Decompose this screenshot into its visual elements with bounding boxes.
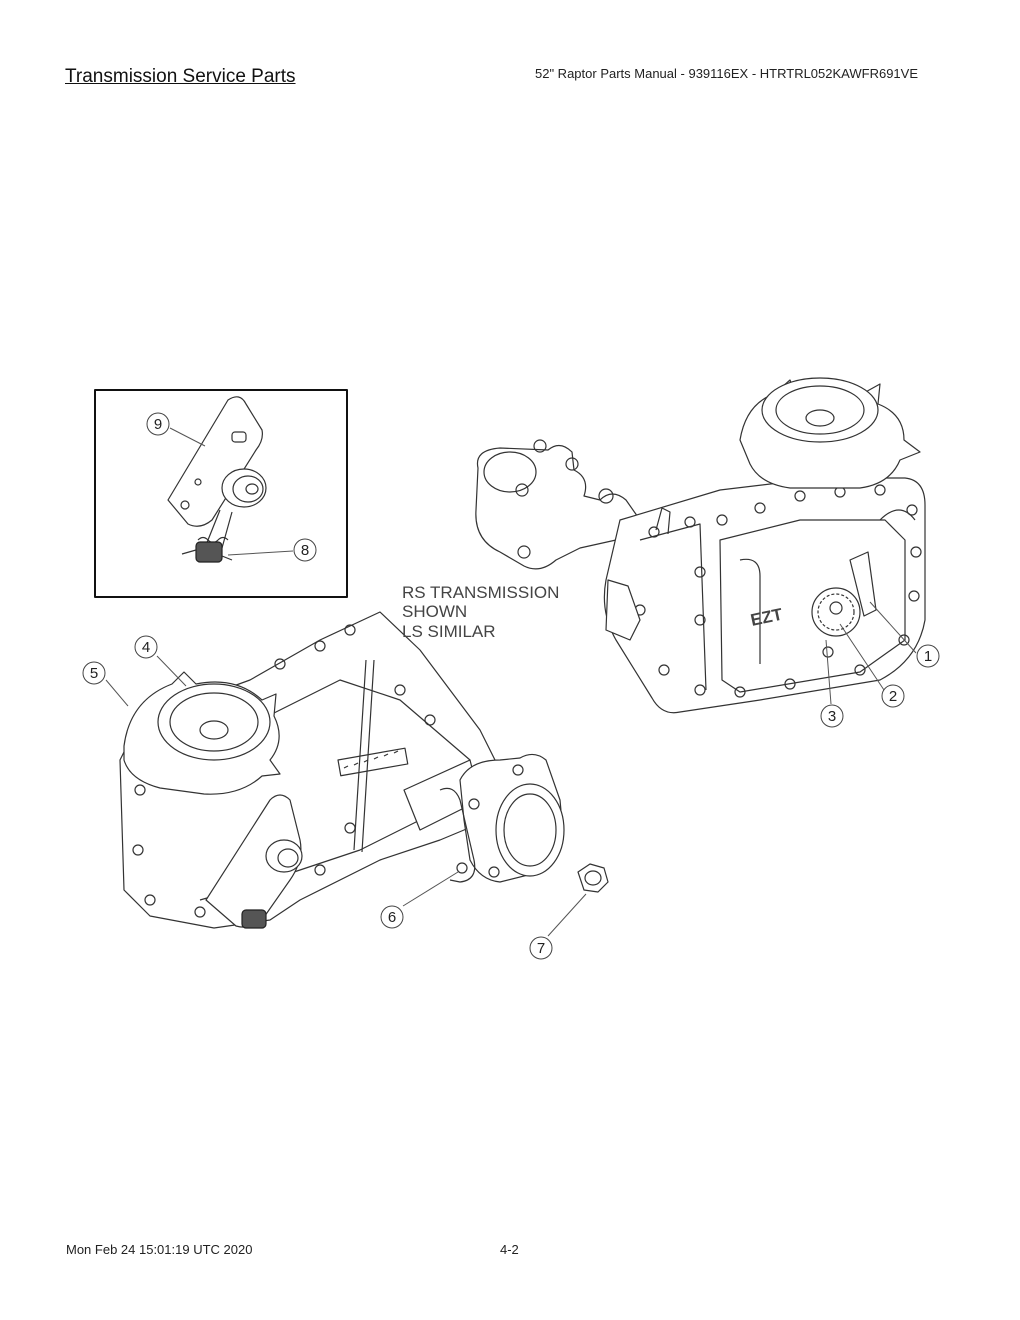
note-line-2: SHOWN: [402, 602, 467, 621]
rs-transmission: EZT: [475, 377, 926, 714]
lug-nut: [577, 863, 609, 893]
callout-1: 1: [924, 648, 932, 665]
callout-circle-7: [529, 936, 553, 960]
callout-7: 7: [537, 940, 545, 957]
footer-page-number: 4-2: [500, 1242, 519, 1257]
note-line-3: LS SIMILAR: [402, 622, 496, 641]
callout-8: 8: [301, 542, 309, 559]
callout-6: 6: [388, 909, 396, 926]
manual-reference: 52" Raptor Parts Manual - 939116EX - HTR…: [535, 66, 918, 81]
callout-circle-3: [820, 704, 844, 728]
inset-frame: [94, 389, 348, 598]
leader-lines: [105, 427, 917, 937]
callout-circle-1: [916, 644, 940, 668]
callout-circle-4: [134, 635, 158, 659]
callout-circle-9: [146, 412, 170, 436]
callout-circle-8: [293, 538, 317, 562]
ls-transmission: [119, 611, 565, 929]
callout-circle-5: [82, 661, 106, 685]
callout-5: 5: [90, 665, 98, 682]
callout-9: 9: [154, 416, 162, 433]
page-title: Transmission Service Parts: [65, 66, 296, 87]
idler-arm-detail: [167, 396, 267, 563]
callout-circle-6: [380, 905, 404, 929]
footer-timestamp: Mon Feb 24 15:01:19 UTC 2020: [66, 1242, 253, 1257]
callout-circle-2: [881, 684, 905, 708]
callout-2: 2: [889, 688, 897, 705]
callout-3: 3: [828, 708, 836, 725]
note-line-1: RS TRANSMISSION: [402, 583, 559, 602]
callout-4: 4: [142, 639, 150, 656]
